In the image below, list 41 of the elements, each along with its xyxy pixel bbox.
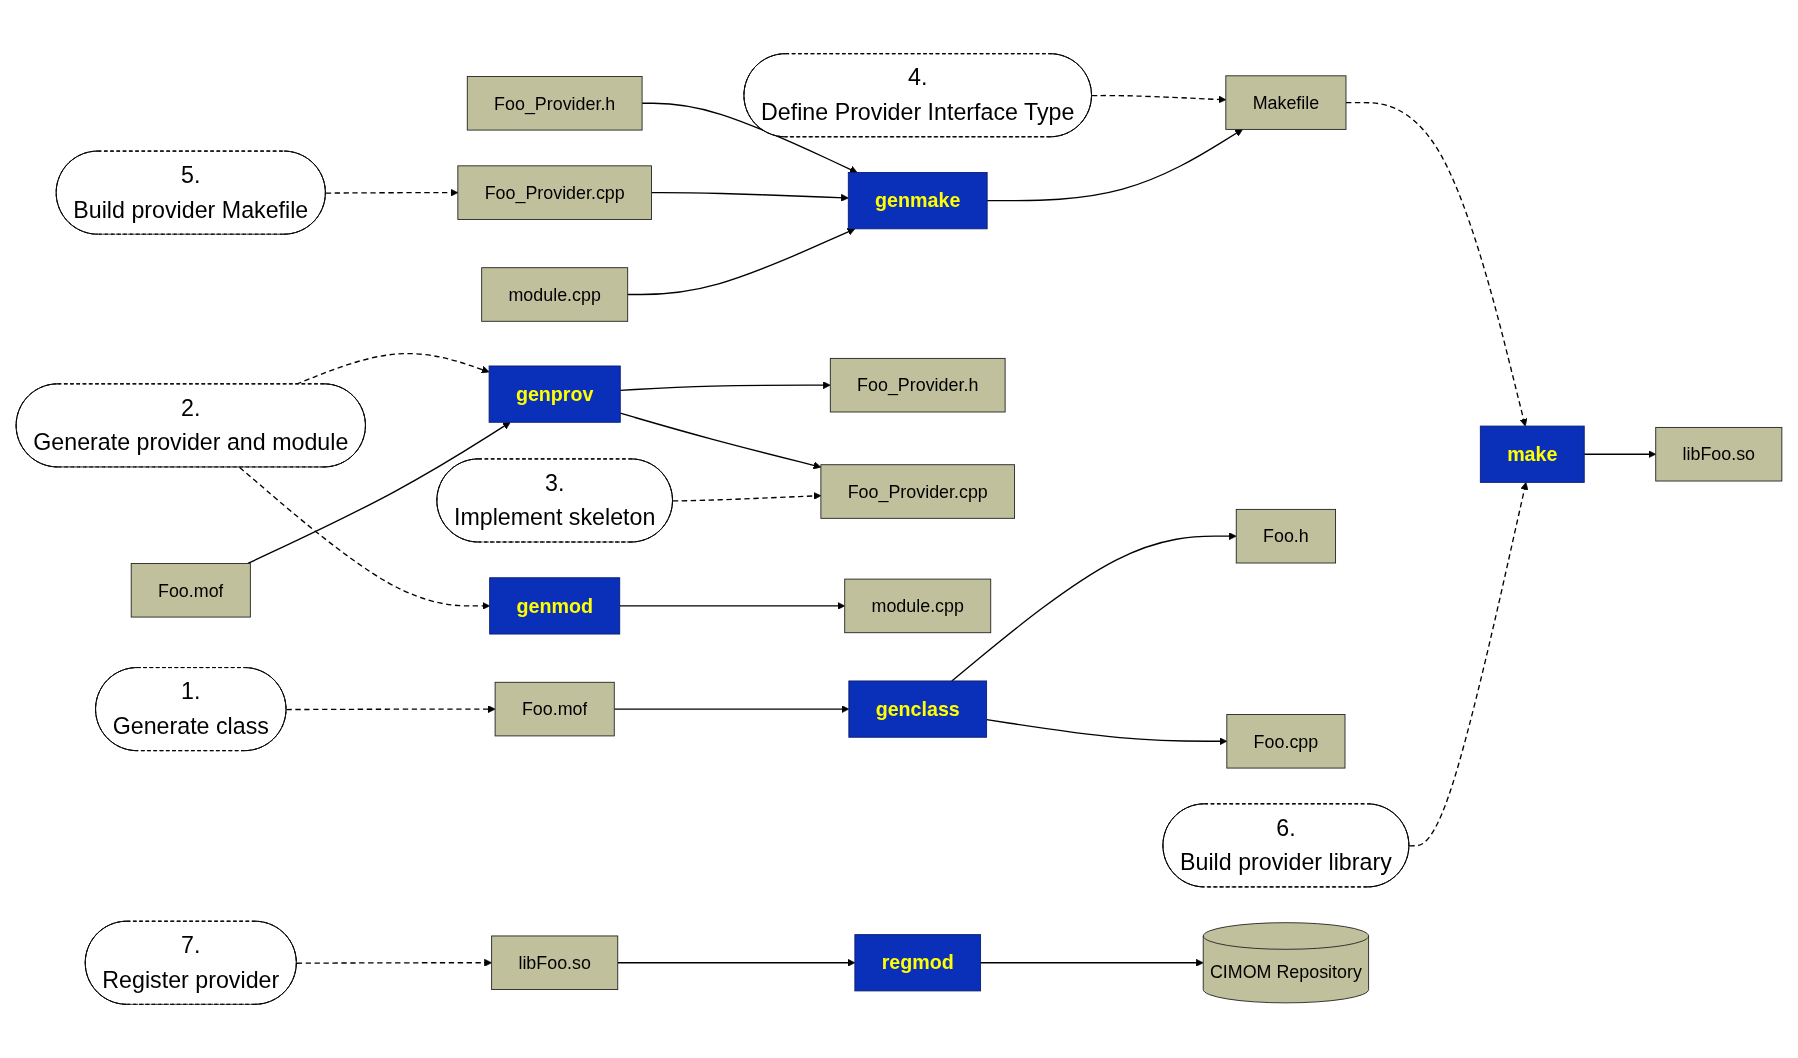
arrow <box>979 958 1204 967</box>
node-box: Foo.mof <box>130 563 251 618</box>
arrow <box>985 719 1228 746</box>
arrow <box>613 705 850 714</box>
arrow <box>627 228 856 296</box>
arrow <box>1345 101 1528 427</box>
node-box: genmod <box>489 577 621 635</box>
arrow <box>1583 450 1657 459</box>
node-box: genprov <box>488 365 621 423</box>
arrow <box>247 421 511 565</box>
node-box: Foo_Provider.cpp <box>457 165 652 220</box>
node-box: Foo.h <box>1235 508 1336 564</box>
node-box: libFoo.so <box>1655 426 1783 482</box>
arrow <box>325 188 459 197</box>
node-box: Foo.mof <box>494 681 615 737</box>
arrow <box>1408 482 1529 847</box>
arrow <box>619 381 831 391</box>
node-box: libFoo.so <box>491 935 619 990</box>
arrow <box>285 705 496 714</box>
node-box: Foo.cpp <box>1226 714 1346 769</box>
node-box: genclass <box>848 680 988 738</box>
node-box: Foo_Provider.h <box>829 357 1006 413</box>
node-box: module.cpp <box>481 267 629 322</box>
node-box: Foo_Provider.h <box>466 76 643 131</box>
arrow <box>650 191 849 202</box>
arrow <box>619 601 846 610</box>
node-box: regmod <box>854 934 982 992</box>
node-box: make <box>1479 425 1585 483</box>
arrow <box>951 532 1237 682</box>
arrow <box>239 466 490 610</box>
node-box: module.cpp <box>844 578 992 634</box>
node-box: Foo_Provider.cpp <box>820 464 1015 519</box>
arrow <box>617 958 856 967</box>
node-box: Makefile <box>1225 75 1347 130</box>
arrow <box>641 102 858 174</box>
arrow <box>672 492 822 502</box>
arrow <box>986 129 1243 202</box>
arrow <box>296 958 492 967</box>
arrow <box>1091 94 1227 104</box>
node-box: genmake <box>847 172 988 230</box>
arrow <box>619 412 822 470</box>
